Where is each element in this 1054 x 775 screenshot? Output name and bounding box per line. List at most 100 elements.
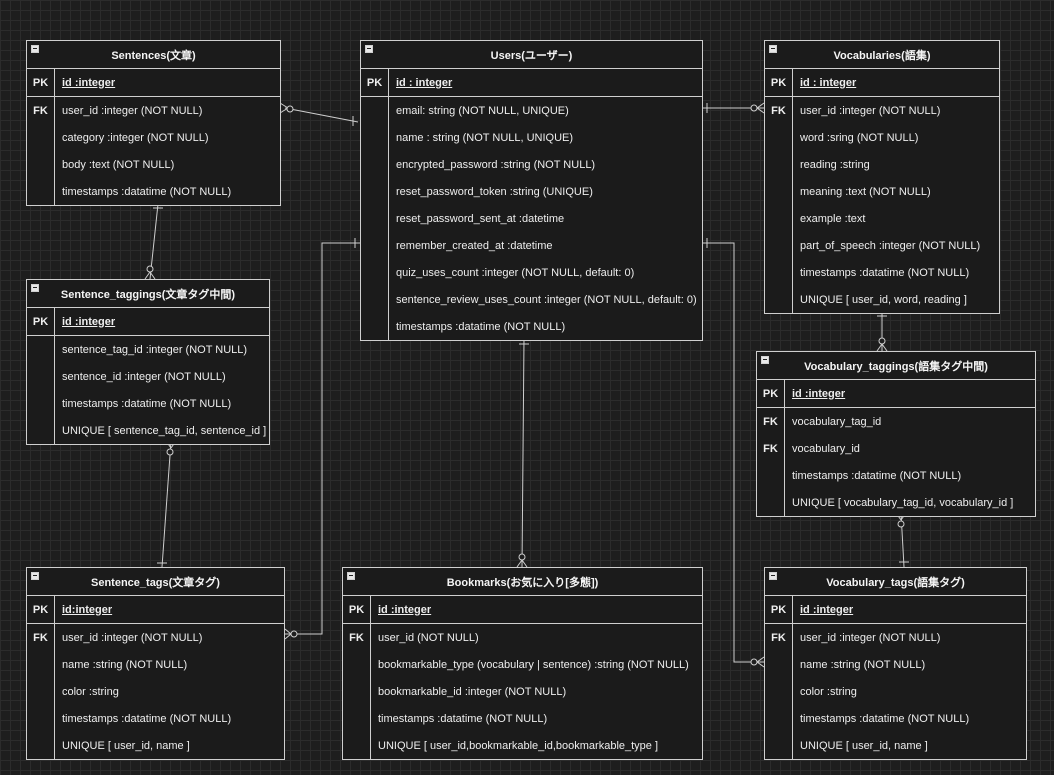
field-text: id :integer <box>62 76 116 89</box>
primary-key-row: PK id :integer <box>757 380 1035 408</box>
key-label: PK <box>361 69 389 96</box>
key-label <box>27 124 55 151</box>
table-row: reading :string <box>765 151 999 178</box>
key-label: PK <box>757 380 785 407</box>
table-row: meaning :text (NOT NULL) <box>765 178 999 205</box>
key-label <box>765 651 793 678</box>
collapse-icon[interactable] <box>769 45 777 53</box>
collapse-icon[interactable] <box>347 572 355 580</box>
key-label <box>765 124 793 151</box>
table-row: timestamps :datatime (NOT NULL) <box>27 705 284 732</box>
key-label: PK <box>27 69 55 96</box>
collapse-icon[interactable] <box>365 45 373 53</box>
primary-key-row: PK id :integer <box>765 596 1026 624</box>
table-header[interactable]: Sentence_taggings(文章タグ中間) <box>27 280 269 308</box>
key-label <box>361 286 389 313</box>
table-row: word :sring (NOT NULL) <box>765 124 999 151</box>
collapse-icon[interactable] <box>31 572 39 580</box>
field-text: sentence_id :integer (NOT NULL) <box>62 370 226 383</box>
table-row: sentence_id :integer (NOT NULL) <box>27 363 269 390</box>
field-text: id :integer <box>800 603 854 616</box>
table-title: Bookmarks(お気に入り[多態]) <box>446 576 599 589</box>
primary-key-row: PK id :integer <box>27 69 280 97</box>
connector-vocabulary-tags-vocabulary-taggings <box>895 512 909 568</box>
field-text: sentence_review_uses_count :integer (NOT… <box>396 293 697 306</box>
key-label <box>343 678 371 705</box>
field-text: UNIQUE [ vocabulary_tag_id, vocabulary_i… <box>792 496 1014 509</box>
table-row: reset_password_token :string (UNIQUE) <box>361 178 702 205</box>
table-row: encrypted_password :string (NOT NULL) <box>361 151 702 178</box>
field-text: reset_password_token :string (UNIQUE) <box>396 185 593 198</box>
field-text: word :sring (NOT NULL) <box>800 131 919 144</box>
key-label: PK <box>27 596 55 623</box>
table-header[interactable]: Users(ユーザー) <box>361 41 702 69</box>
field-text: id : integer <box>800 76 857 89</box>
key-label: FK <box>757 435 785 462</box>
table-title: Sentences(文章) <box>111 49 196 62</box>
key-label <box>361 313 389 340</box>
table-title: Vocabulary_taggings(語集タグ中間) <box>804 360 988 373</box>
table-row: example :text <box>765 205 999 232</box>
key-label <box>27 651 55 678</box>
vocabulary-taggings-table[interactable]: Vocabulary_taggings(語集タグ中間) PK id :integ… <box>756 351 1036 517</box>
collapse-icon[interactable] <box>761 356 769 364</box>
primary-key-row: PK id : integer <box>361 69 702 97</box>
table-header[interactable]: Vocabulary_tags(語集タグ) <box>765 568 1026 596</box>
key-label: PK <box>765 69 793 96</box>
table-header[interactable]: Bookmarks(お気に入り[多態]) <box>343 568 702 596</box>
table-row: sentence_tag_id :integer (NOT NULL) <box>27 336 269 363</box>
table-header[interactable]: Sentence_tags(文章タグ) <box>27 568 284 596</box>
key-label: FK <box>343 624 371 651</box>
field-text: color :string <box>62 685 119 698</box>
table-row: timestamps :datatime (NOT NULL) <box>757 462 1035 489</box>
collapse-icon[interactable] <box>769 572 777 580</box>
key-label <box>343 732 371 759</box>
key-label <box>361 259 389 286</box>
primary-key-row: PK id :integer <box>27 308 269 336</box>
key-label <box>361 97 389 124</box>
key-label <box>765 705 793 732</box>
users-table[interactable]: Users(ユーザー) PK id : integer email: strin… <box>360 40 703 341</box>
table-header[interactable]: Vocabulary_taggings(語集タグ中間) <box>757 352 1035 380</box>
key-label <box>343 651 371 678</box>
table-header[interactable]: Sentences(文章) <box>27 41 280 69</box>
key-label <box>27 178 55 205</box>
field-text: timestamps :datatime (NOT NULL) <box>396 320 566 333</box>
field-text: UNIQUE [ user_id, name ] <box>62 739 190 752</box>
table-row: category :integer (NOT NULL) <box>27 124 280 151</box>
connector-users-vocabulary-tags <box>703 238 765 668</box>
field-text: body :text (NOT NULL) <box>62 158 175 171</box>
table-header[interactable]: Vocabularies(語集) <box>765 41 999 69</box>
table-row: name :string (NOT NULL) <box>765 651 1026 678</box>
field-text: bookmarkable_type (vocabulary | sentence… <box>378 658 689 671</box>
field-text: color :string <box>800 685 857 698</box>
key-label <box>765 205 793 232</box>
table-row: UNIQUE [ user_id, name ] <box>27 732 284 759</box>
field-text: sentence_tag_id :integer (NOT NULL) <box>62 343 248 356</box>
key-label <box>343 705 371 732</box>
key-label <box>361 124 389 151</box>
table-row: remember_created_at :datetime <box>361 232 702 259</box>
table-row: name :string (NOT NULL) <box>27 651 284 678</box>
key-label <box>361 205 389 232</box>
sentence-taggings-table[interactable]: Sentence_taggings(文章タグ中間) PK id :integer… <box>26 279 270 445</box>
collapse-icon[interactable] <box>31 45 39 53</box>
field-text: vocabulary_tag_id <box>792 415 882 428</box>
collapse-icon[interactable] <box>31 284 39 292</box>
table-row: timestamps :datatime (NOT NULL) <box>361 313 702 340</box>
field-text: id:integer <box>62 603 113 616</box>
field-text: name :string (NOT NULL) <box>800 658 926 671</box>
key-label: FK <box>27 97 55 124</box>
field-text: example :text <box>800 212 866 225</box>
field-text: UNIQUE [ user_id, name ] <box>800 739 928 752</box>
key-label <box>27 363 55 390</box>
sentences-table[interactable]: Sentences(文章) PK id :integer FK user_id … <box>26 40 281 206</box>
